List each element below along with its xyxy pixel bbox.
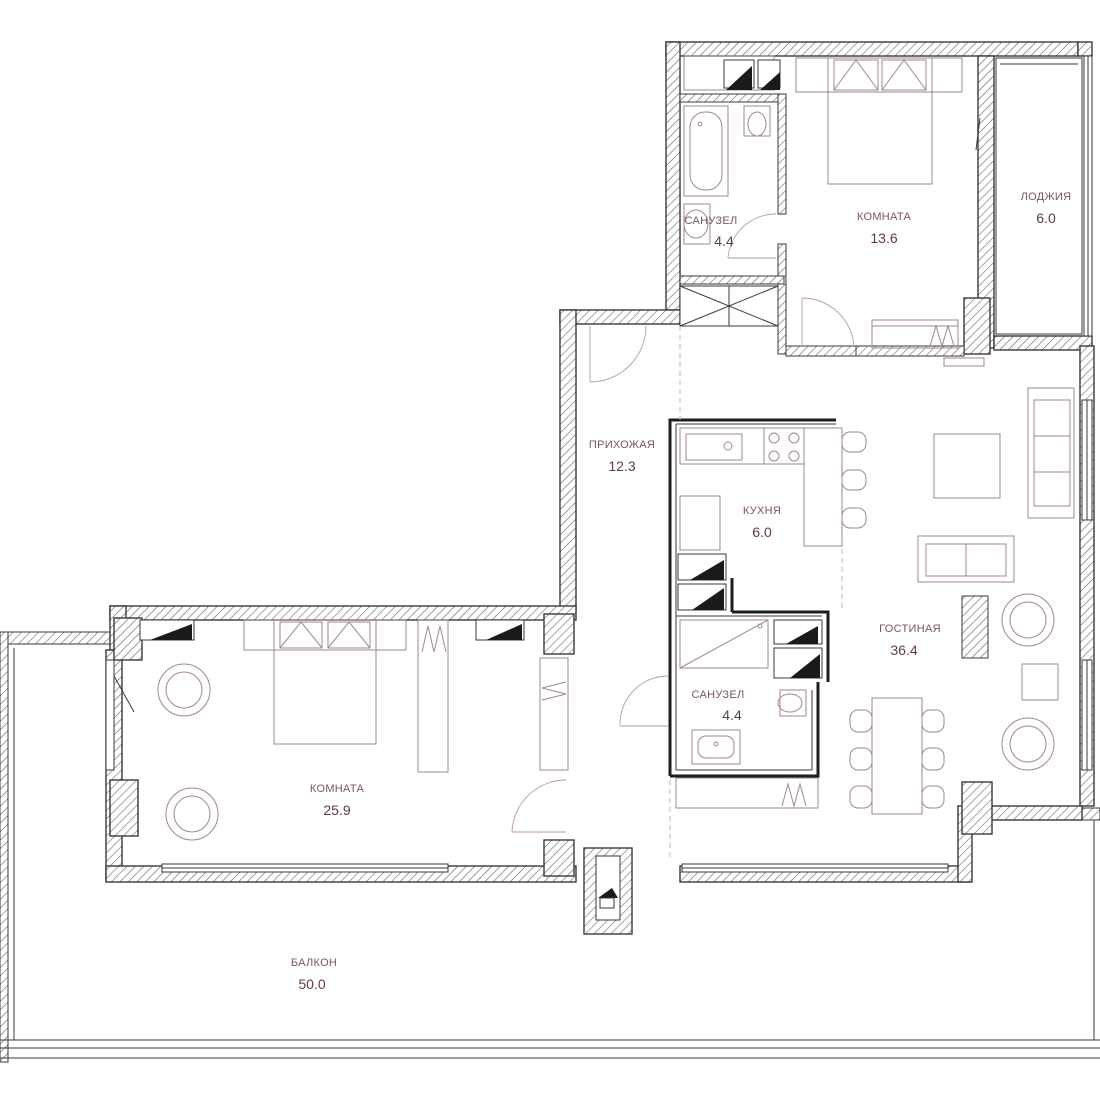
room-name-kitchen: КУХНЯ: [743, 505, 781, 517]
doors: [113, 213, 855, 833]
room-name-bathroom-top: САНУЗЕЛ: [684, 215, 737, 227]
room-area-living: 36.4: [890, 642, 917, 658]
room-area-bathroom-mid: 4.4: [722, 707, 742, 723]
room-name-bathroom-mid: САНУЗЕЛ: [691, 689, 744, 701]
room-name-bedroom-left: КОМНАТА: [310, 783, 365, 795]
room-area-kitchen: 6.0: [752, 524, 772, 540]
room-labels: САНУЗЕЛ 4.4 КОМНАТА 13.6 ЛОДЖИЯ 6.0 ПРИХ…: [291, 191, 1072, 992]
exterior-walls: [105, 41, 1095, 935]
kitchen-furniture: [677, 427, 867, 611]
room-area-bedroom-left: 25.9: [323, 802, 350, 818]
living-furniture: [849, 387, 1075, 815]
top-bedroom-furniture: [795, 57, 985, 367]
room-name-loggia: ЛОДЖИЯ: [1021, 191, 1072, 203]
room-name-living: ГОСТИНАЯ: [879, 623, 941, 635]
room-area-bathroom-top: 4.4: [714, 233, 734, 249]
room-area-loggia: 6.0: [1036, 210, 1056, 226]
room-name-bedroom-top: КОМНАТА: [857, 211, 912, 223]
interior-walls: [668, 93, 965, 860]
room-name-balcony: БАЛКОН: [291, 957, 337, 969]
left-bedroom-furniture: [139, 619, 569, 841]
mid-bath-fixtures: [675, 619, 823, 809]
windows: [105, 55, 1093, 873]
room-name-hallway: ПРИХОЖАЯ: [589, 439, 655, 451]
room-area-balcony: 50.0: [298, 976, 325, 992]
top-bath-fixtures: [683, 55, 781, 245]
loggia-space: [975, 57, 1083, 335]
room-area-bedroom-top: 13.6: [870, 230, 897, 246]
room-area-hallway: 12.3: [608, 458, 635, 474]
